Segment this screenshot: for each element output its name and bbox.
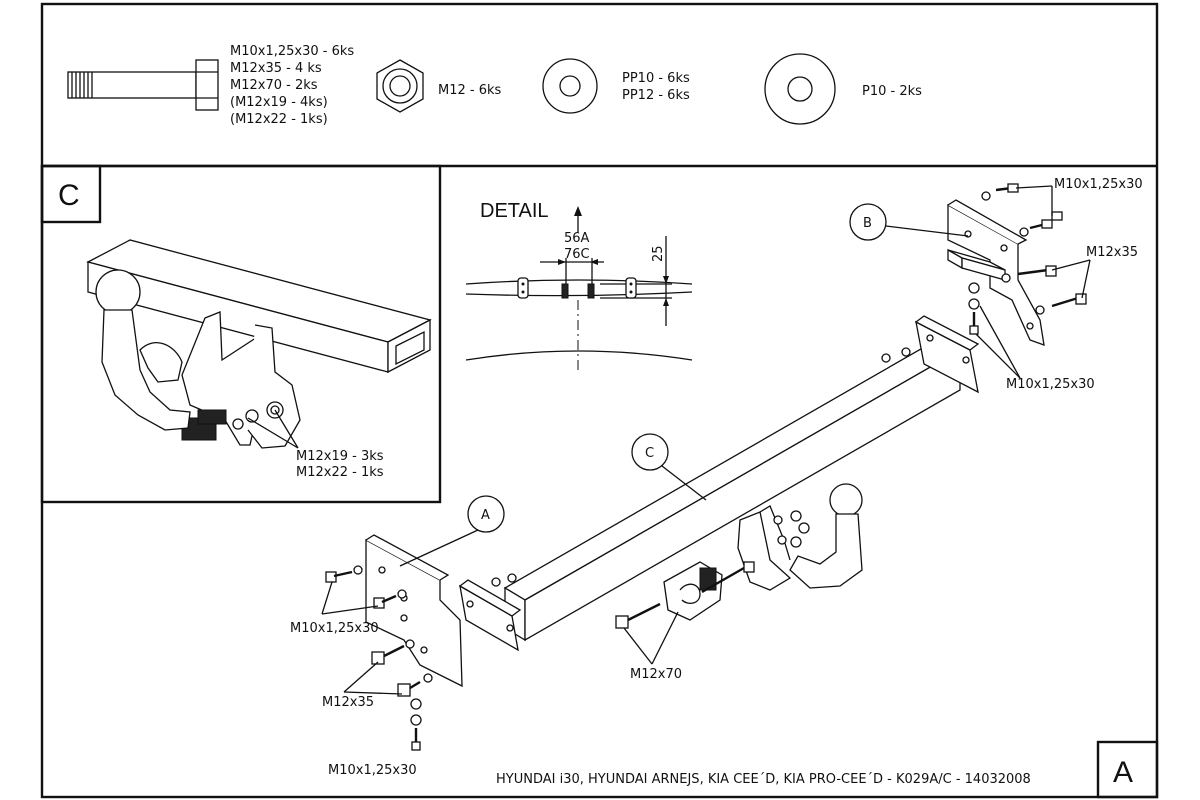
side-bracket-a — [365, 534, 463, 688]
crossbar-drawing — [503, 337, 962, 642]
parts-legend: M10x1,25x30 - 6ks M12x35 - 4 ks M12x70 -… — [67, 44, 922, 127]
small-washer-spec-2: PP12 - 6ks — [622, 88, 690, 103]
right-end-plate — [914, 315, 980, 394]
bolt-spec-3: M12x70 - 2ks — [230, 78, 318, 93]
right-label-bottom: M10x1,25x30 — [1006, 377, 1095, 392]
dim-25: 25 — [651, 245, 666, 262]
bolt-spec-1: M10x1,25x30 - 6ks — [230, 44, 354, 59]
detail-view: DETAIL 56A 76C 25 — [465, 200, 693, 372]
center-label: M12x70 — [630, 667, 682, 682]
right-bolts — [881, 183, 1087, 363]
detail-c-panel: C M12x19 - 3ks M12x22 - 1k — [40, 164, 442, 504]
left-label-bottom: M10x1,25x30 — [328, 763, 417, 778]
svg-text:A: A — [481, 508, 490, 523]
title-text: HYUNDAI i30, HYUNDAI ARNEJS, KIA CEE´D, … — [496, 772, 1031, 787]
towball-drawing — [95, 269, 191, 431]
title-block: HYUNDAI i30, HYUNDAI ARNEJS, KIA CEE´D, … — [496, 740, 1159, 799]
left-label-top: M10x1,25x30 — [290, 621, 379, 636]
socket-holder — [663, 561, 723, 621]
nut-spec: M12 - 6ks — [438, 83, 502, 98]
dim-56a: 56A — [564, 231, 590, 246]
sheet-letter: A — [1113, 756, 1133, 789]
bolt-icon — [67, 59, 219, 111]
callout-b: B — [849, 203, 969, 241]
large-washer-icon — [764, 53, 836, 125]
center-bolts — [615, 510, 810, 629]
left-bolts — [325, 565, 517, 751]
left-end-plate — [458, 579, 522, 652]
bolt-spec-5: (M12x22 - 1ks) — [230, 112, 328, 127]
large-washer-spec: P10 - 2ks — [862, 84, 922, 99]
svg-text:B: B — [863, 216, 872, 231]
main-assembly: A B C M10x1,25x30 M12x35 M10x1,25x30 M10… — [290, 177, 1143, 778]
callout-c: C — [631, 433, 707, 501]
svg-text:C: C — [645, 446, 654, 461]
bolt-spec-2: M12x35 - 4 ks — [230, 61, 322, 76]
left-label-mid: M12x35 — [322, 695, 374, 710]
small-washer-spec-1: PP10 - 6ks — [622, 71, 690, 86]
detail-c-bolt-label-1: M12x19 - 3ks — [296, 449, 384, 464]
square-tube-drawing — [86, 239, 432, 374]
small-washer-icon — [542, 58, 598, 114]
bolt-spec-4: (M12x19 - 4ks) — [230, 95, 328, 110]
detail-title: DETAIL — [480, 200, 549, 222]
hex-nut-icon — [376, 59, 424, 113]
bracket-plate-drawing — [181, 311, 301, 449]
right-label-mid: M12x35 — [1086, 245, 1138, 260]
dim-76c: 76C — [564, 247, 590, 262]
detail-c-letter: C — [58, 179, 80, 212]
right-label-top: M10x1,25x30 — [1054, 177, 1143, 192]
callout-a: A — [399, 495, 505, 567]
detail-c-bolt-label-2: M12x22 - 1ks — [296, 465, 384, 480]
side-bracket-b — [947, 199, 1045, 346]
